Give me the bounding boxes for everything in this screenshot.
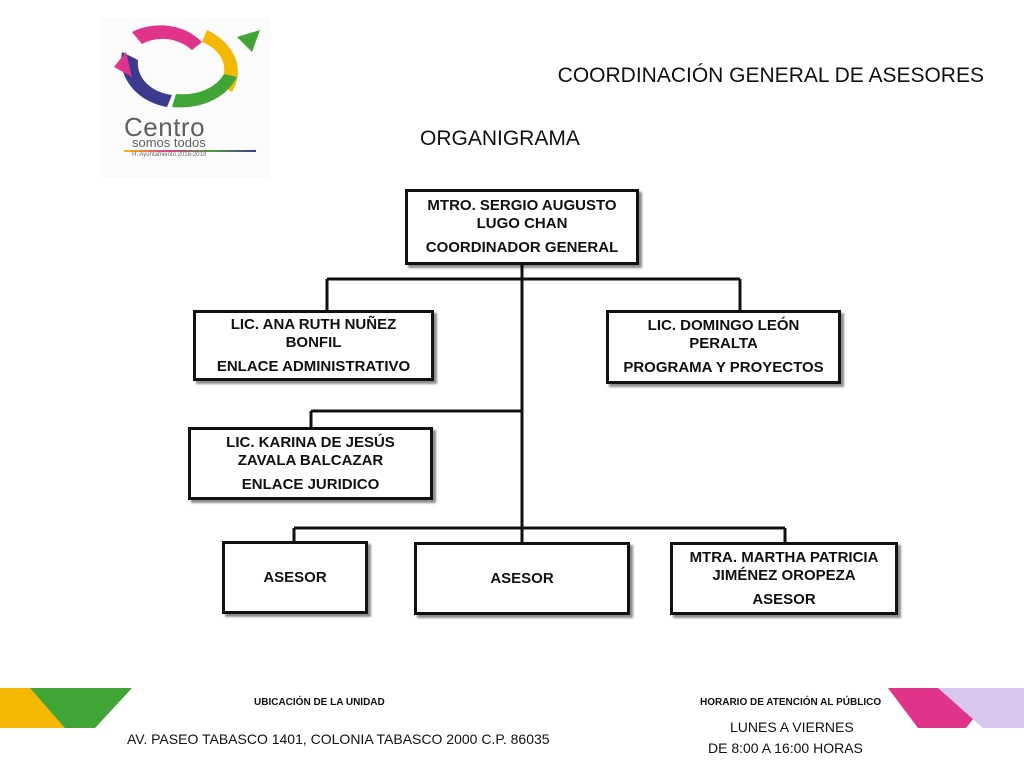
admin-role: ENLACE ADMINISTRATIVO [216,357,411,375]
advisor-box-3: MTRA. MARTHA PATRICIA JIMÉNEZ OROPEZA AS… [670,542,898,615]
advisor-3-role: ASESOR [752,590,816,608]
admin-name: LIC. ANA RUTH NUÑEZ BONFIL [230,315,397,351]
programs-name: LIC. DOMINGO LEÓN PERALTA [647,317,800,352]
page-title: COORDINACIÓN GENERAL DE ASESORES [557,64,984,87]
logo-tagline: somos todos [132,135,206,150]
advisor-2-role: ASESOR [490,569,554,587]
admin-box: LIC. ANA RUTH NUÑEZ BONFIL ENLACE ADMINI… [193,310,434,381]
advisor-1-role: ASESOR [263,568,327,586]
hours-text: DE 8:00 A 16:00 HORAS [708,740,863,756]
logo-name: Centro [124,112,206,142]
footer-left-decoration [0,688,132,728]
logo-divider [124,150,256,152]
advisor-3-name: MTRA. MARTHA PATRICIA JIMÉNEZ OROPEZA [689,548,879,584]
address-text: AV. PASEO TABASCO 1401, COLONIA TABASCO … [127,731,550,747]
legal-role: ENLACE JURIDICO [241,475,380,493]
footer-right-decoration [888,688,1024,728]
hours-label: HORARIO DE ATENCIÓN AL PÚBLICO [700,697,882,708]
logo-small-text: H. Ayuntamiento 2016-2018 [132,152,207,158]
programs-box: LIC. DOMINGO LEÓN PERALTA PROGRAMA Y PRO… [606,310,841,384]
page-subtitle: ORGANIGRAMA [420,127,580,150]
location-label: UBICACIÓN DE LA UNIDAD [254,697,385,708]
coordinator-box: MTRO. SERGIO AUGUSTO LUGO CHAN COORDINAD… [405,189,639,265]
coordinator-role: COORDINADOR GENERAL [425,239,619,256]
advisor-box-1: ASESOR [222,541,368,614]
days-text: LUNES A VIERNES [730,719,854,735]
programs-role: PROGRAMA Y PROYECTOS [623,359,824,376]
coordinator-name: MTRO. SERGIO AUGUSTO LUGO CHAN [427,197,617,232]
centro-logo-icon [114,25,260,108]
legal-name: LIC. KARINA DE JESÚS ZAVALA BALCAZAR [226,433,395,469]
legal-box: LIC. KARINA DE JESÚS ZAVALA BALCAZAR ENL… [188,427,433,500]
advisor-box-2: ASESOR [414,542,630,615]
